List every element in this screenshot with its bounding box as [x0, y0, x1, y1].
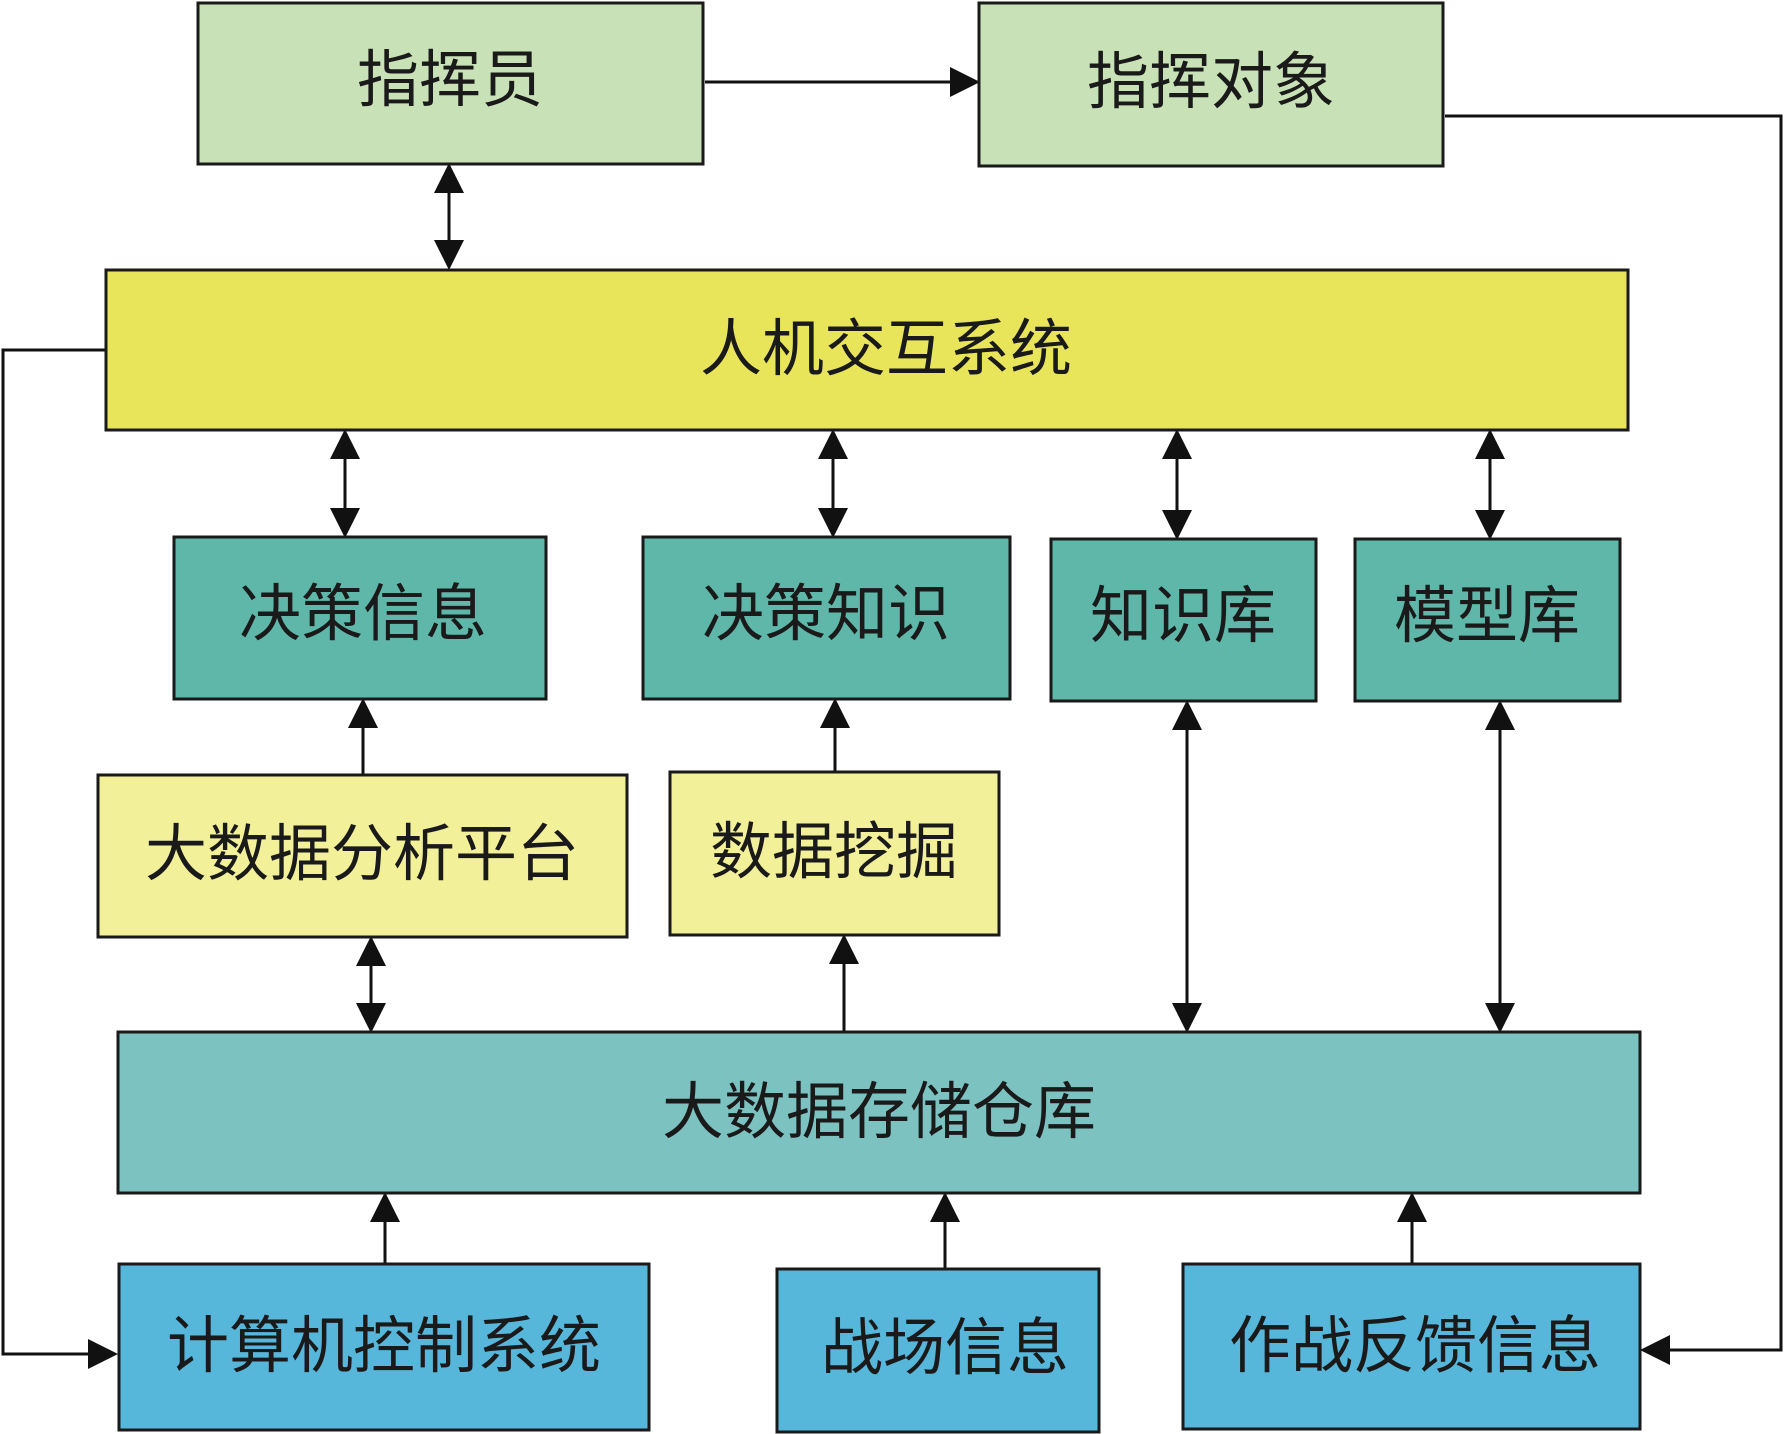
label-decision-info: 决策信息	[239, 577, 487, 650]
node-computer-control: 计算机控制系统	[117, 1262, 651, 1432]
node-bigdata-warehouse: 大数据存储仓库	[116, 1030, 1642, 1195]
node-model-base: 模型库	[1353, 537, 1622, 703]
arrow-hci-to-control-loop	[1, 348, 118, 1369]
label-model-base: 模型库	[1394, 579, 1580, 652]
label-computer-control: 计算机控制系统	[167, 1309, 601, 1382]
node-commander: 指挥员	[196, 1, 705, 166]
arrow-target-to-feedback-loop	[1445, 114, 1783, 1365]
label-combat-feedback: 作战反馈信息	[1229, 1309, 1601, 1382]
node-command-target: 指挥对象	[977, 1, 1445, 168]
node-combat-feedback: 作战反馈信息	[1181, 1262, 1642, 1431]
node-hci-system: 人机交互系统	[104, 268, 1630, 432]
node-data-mining: 数据挖掘	[668, 770, 1001, 937]
label-battlefield-info: 战场信息	[821, 1311, 1069, 1384]
node-battlefield-info: 战场信息	[775, 1267, 1101, 1434]
connectors	[1, 67, 1783, 1369]
label-commander: 指挥员	[357, 43, 543, 116]
label-command-target: 指挥对象	[1087, 45, 1335, 118]
label-decision-knowledge: 决策知识	[702, 577, 950, 650]
node-decision-knowledge: 决策知识	[641, 535, 1012, 701]
label-bigdata-platform: 大数据分析平台	[145, 817, 579, 890]
node-bigdata-platform: 大数据分析平台	[96, 773, 629, 939]
label-data-mining: 数据挖掘	[710, 815, 958, 888]
node-knowledge-base: 知识库	[1049, 537, 1318, 703]
label-bigdata-warehouse: 大数据存储仓库	[662, 1075, 1096, 1148]
node-decision-info: 决策信息	[172, 535, 548, 701]
label-knowledge-base: 知识库	[1090, 579, 1276, 652]
label-hci-system: 人机交互系统	[700, 312, 1072, 385]
